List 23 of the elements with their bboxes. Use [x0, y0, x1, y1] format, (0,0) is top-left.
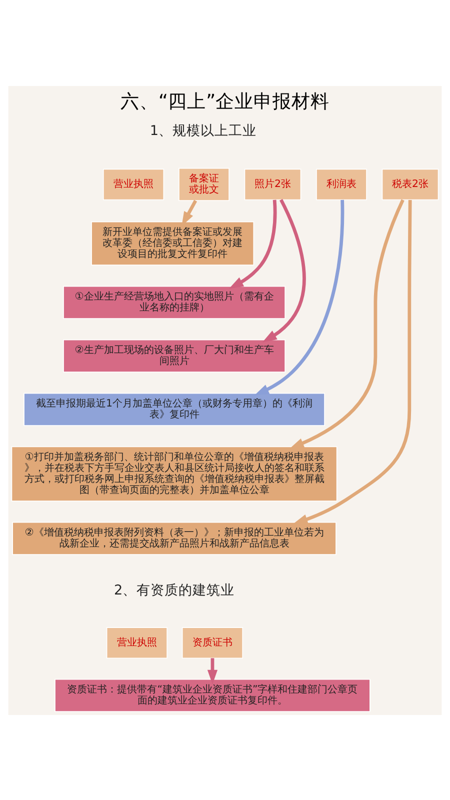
arrow [254, 199, 344, 395]
node-box: 营业执照 [106, 626, 168, 658]
node-box: ①打印并加盖税务部门、统计部门和单位公章的《增值税纳税申报表》，并在税表下方手写企业交表人和县区统计局接收人的签名和联系方式，或打印税务网上申报系统查询的《增值税纳税申报表》整屏截图（带查询页面的完整表）并加盖单位公章 [11, 446, 338, 502]
node-box: 照片2张 [244, 168, 302, 200]
node-box: 资质证书 [182, 626, 244, 658]
arrow [262, 198, 306, 342]
arrow [228, 199, 277, 288]
node-box: ②《增值税纳税申报表附列资料（表一）》；新申报的工业单位若为战新企业，还需提交战新产品照片和战新产品信息表 [12, 521, 336, 554]
node-box: ②生产加工现场的设备照片、厂大门和生产车间照片 [63, 338, 286, 372]
node-box: 新开业单位需提供备案证或发展改革委（经信委或工信委）对建设项目的批复文件复印件 [91, 220, 254, 266]
node-box: 资质证书：提供带有“建筑业企业资质证书”字样和住建部门公章页面的建筑业企业资质证书复印件。 [54, 678, 370, 712]
arrow [207, 658, 218, 684]
node-box: 截至申报期最近1个月加盖单位公章（或财务专用章）的《利润表》复印件 [24, 392, 325, 426]
label: 1、规模以上工业 [150, 122, 256, 139]
arrow [289, 198, 404, 448]
node-box: 营业执照 [102, 168, 164, 200]
arrow [293, 199, 412, 524]
node-box: 利润表 [316, 168, 367, 200]
node-box: 备案证或批文 [178, 167, 230, 201]
diagram-title: 六、“四上”企业申报材料 [120, 91, 330, 112]
label: 2、有资质的建筑业 [114, 582, 235, 598]
node-box: 税表2张 [382, 168, 439, 200]
node-box: ①企业生产经营场地入口的实地照片（需有企业名称的挂牌） [63, 285, 286, 318]
